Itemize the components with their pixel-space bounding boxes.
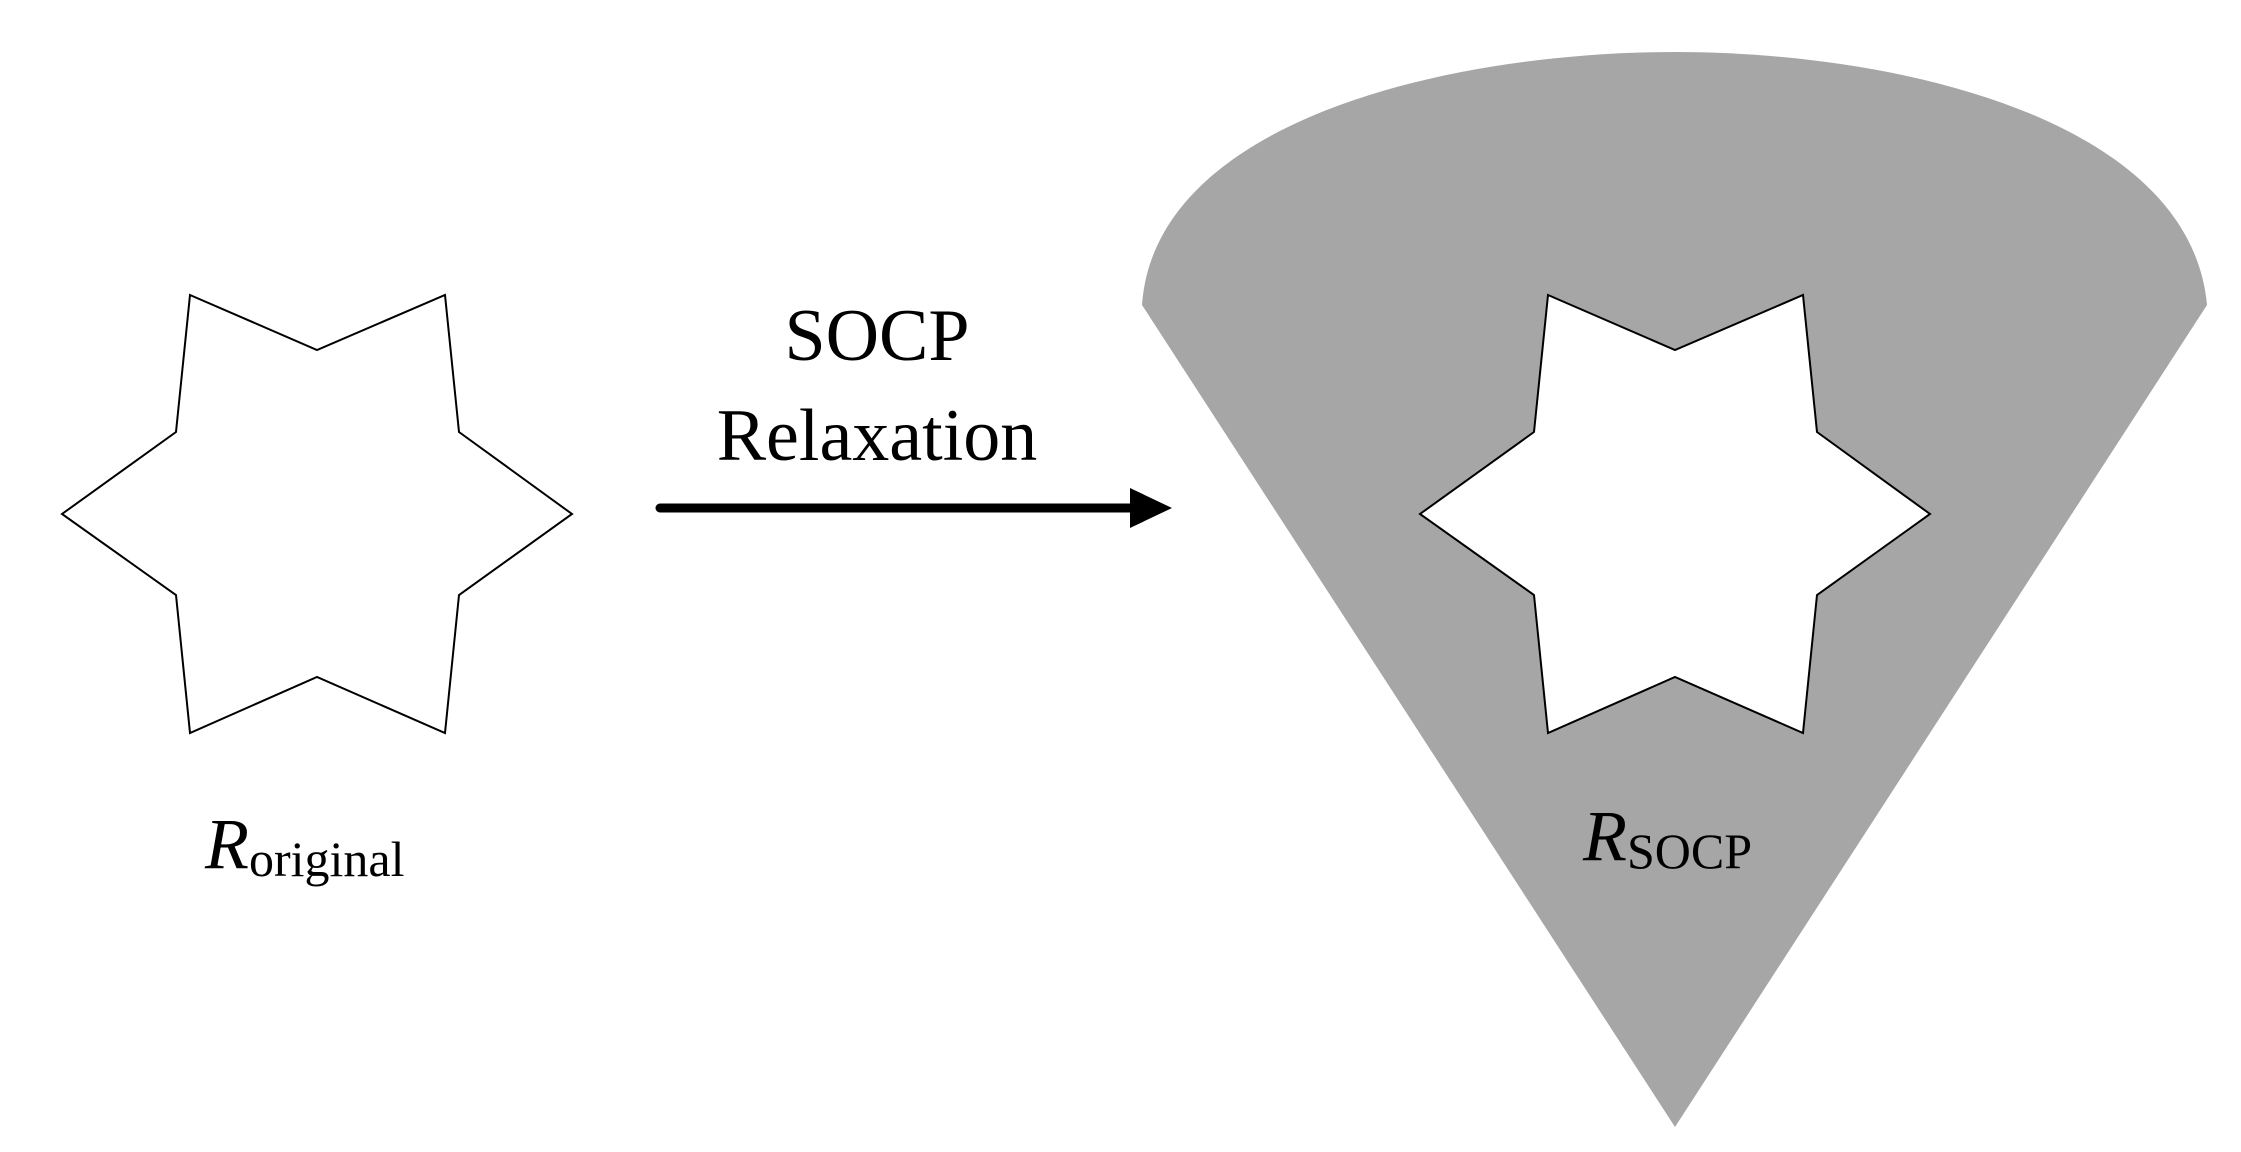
socp-region-label: RSOCP — [1582, 796, 1752, 879]
arrow-label-line1: SOCP — [784, 295, 969, 377]
original-star-region — [60, 293, 574, 735]
original-region-label: Roriginal — [204, 804, 405, 887]
arrow-label-line2: Relaxation — [717, 395, 1038, 477]
socp-region-symbol: R — [1582, 796, 1627, 876]
original-region-symbol: R — [204, 804, 249, 884]
relaxation-arrow-head — [1130, 488, 1172, 528]
inner-star-region — [1418, 293, 1932, 735]
original-region-subscript: original — [249, 831, 405, 887]
socp-region-subscript: SOCP — [1627, 823, 1752, 879]
